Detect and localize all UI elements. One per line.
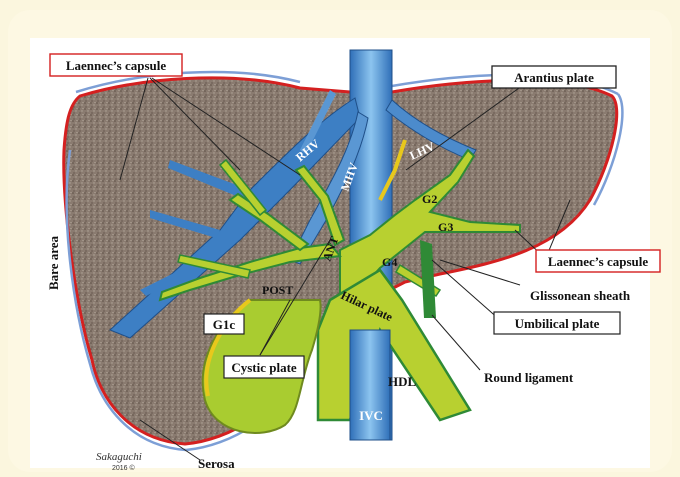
arantius-plate-label: Arantius plate (514, 70, 594, 85)
g1c-label: G1c (213, 317, 236, 332)
post-label: POST (262, 283, 293, 297)
cystic-plate-label: Cystic plate (231, 360, 297, 375)
glissonean-sheath-label: Glissonean sheath (530, 288, 631, 303)
serosa-label: Serosa (198, 456, 235, 471)
hepatoduodenal-ligament (318, 270, 470, 420)
g2-label: G2 (422, 192, 437, 206)
g4-label: G4 (382, 255, 397, 269)
artist-signature: Sakaguchi (96, 451, 142, 463)
g3-label: G3 (438, 220, 453, 234)
ivc-label: IVC (359, 408, 383, 423)
laennec-capsule-right-label: Laennec’s capsule (548, 254, 648, 269)
bare-area-label: Bare area (46, 235, 61, 290)
round-ligament-label: Round ligament (484, 370, 574, 385)
ivc-lower (350, 330, 390, 440)
umbilical-plate-label: Umbilical plate (515, 316, 600, 331)
signature-year: 2016 © (112, 464, 136, 472)
hdl-label: HDL (388, 374, 417, 389)
laennec-capsule-left-label: Laennec’s capsule (66, 58, 166, 73)
